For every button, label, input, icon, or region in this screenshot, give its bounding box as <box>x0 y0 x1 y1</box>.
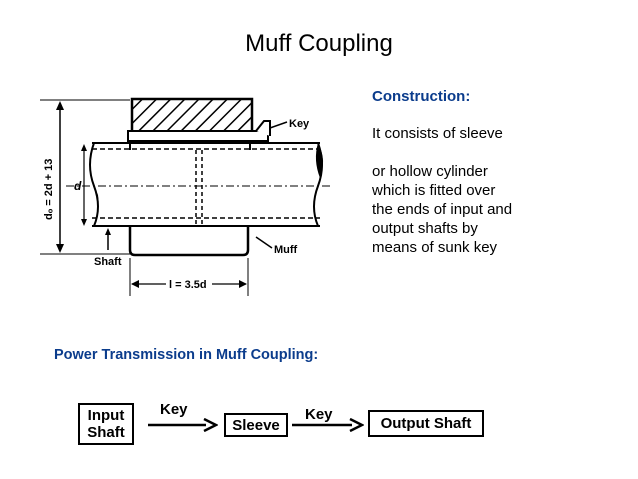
muff-lower-body <box>128 226 250 257</box>
input-shaft-box: Input Shaft <box>78 403 134 445</box>
construction-line: which is fitted over <box>372 182 496 199</box>
do-arrow-top <box>56 101 64 110</box>
left-shaft-break-fill <box>94 186 99 226</box>
power-transmission-heading: Power Transmission in Muff Coupling: <box>54 347 319 363</box>
d-label: d <box>74 179 82 193</box>
shaft-arrow <box>105 228 111 235</box>
d-arrow-bottom <box>81 219 87 226</box>
key-shape <box>127 130 269 142</box>
length-label: l = 3.5d <box>169 279 207 291</box>
construction-text: It consists of sleeve or hollow cylinder… <box>372 124 587 257</box>
output-shaft-box: Output Shaft <box>368 410 484 437</box>
sleeve-box: Sleeve <box>224 413 288 437</box>
page-title: Muff Coupling <box>245 30 393 57</box>
do-arrow-bottom <box>56 244 64 253</box>
construction-line: the ends of input and <box>372 201 513 218</box>
arrow-right-icon <box>148 418 218 432</box>
key-label-2: Key <box>305 406 333 423</box>
do-label: dₒ = 2d + 13 <box>43 159 55 220</box>
construction-line: It consists of sleeve <box>372 125 503 142</box>
left-shaft-break <box>89 142 99 227</box>
input-shaft-line1: Input <box>87 407 125 424</box>
key-callout: Key <box>289 118 310 130</box>
muff-callout: Muff <box>274 244 298 256</box>
arrow-right-icon <box>292 418 364 432</box>
construction-line: output shafts by <box>372 220 478 237</box>
l-arrow-right <box>239 280 247 288</box>
construction-line: or hollow cylinder <box>372 163 488 180</box>
shaft-callout: Shaft <box>94 256 122 268</box>
construction-line <box>372 143 587 162</box>
construction-line: means of sunk key <box>372 239 498 256</box>
right-shaft-break-fill <box>315 143 324 178</box>
key-label-1: Key <box>160 401 188 418</box>
key-leader <box>269 121 288 129</box>
key-tab <box>255 120 271 136</box>
construction-heading: Construction: <box>372 88 471 105</box>
d-arrow-top <box>81 144 87 151</box>
l-arrow-left <box>131 280 139 288</box>
muff-leader <box>255 236 273 249</box>
input-shaft-line2: Shaft <box>87 424 125 441</box>
